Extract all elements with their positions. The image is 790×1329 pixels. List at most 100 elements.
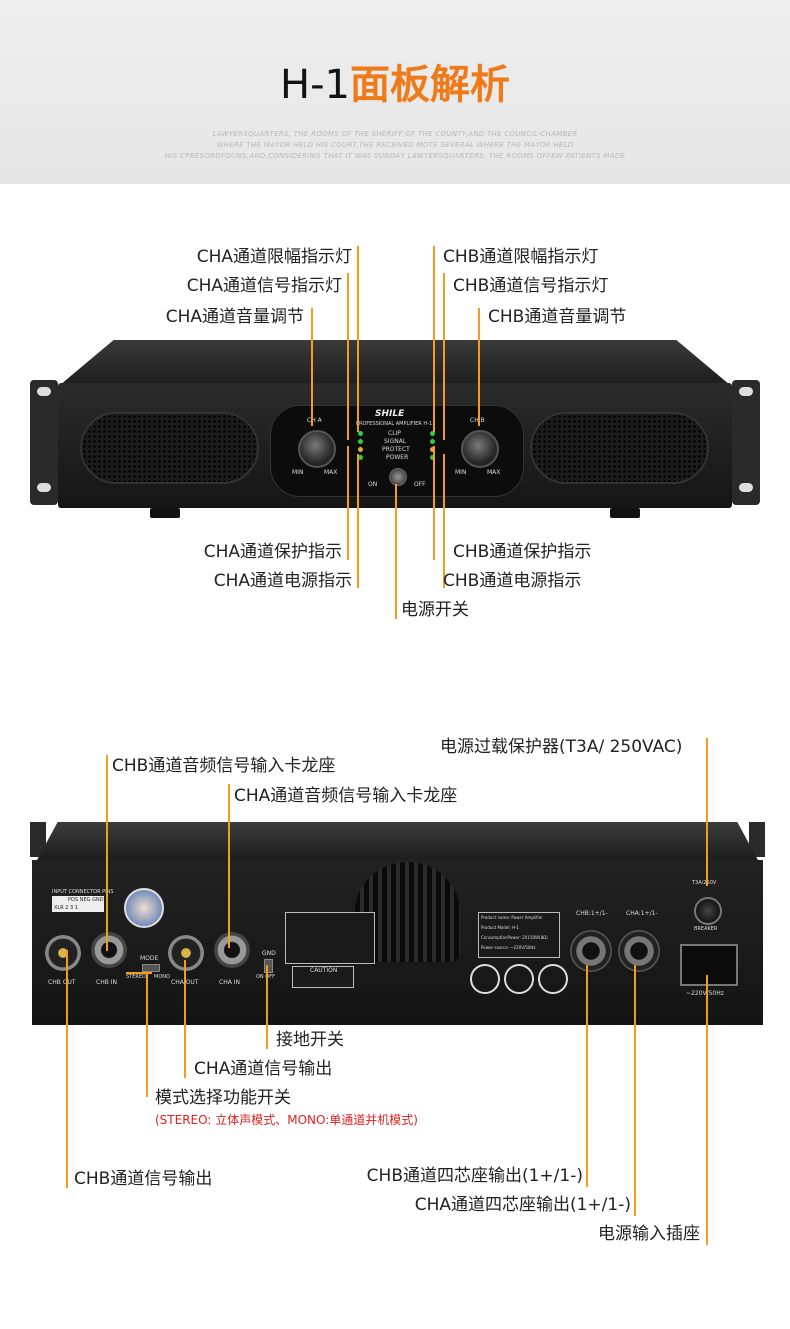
power-button[interactable]	[389, 468, 407, 486]
cha-in-label: CHA IN	[219, 979, 240, 986]
label-cha-volume: CHA通道音量调节	[165, 307, 304, 327]
spec-plate-en	[478, 912, 560, 958]
cha-out-xlr[interactable]	[168, 935, 204, 971]
gnd-label: GND	[262, 950, 276, 957]
leader-line	[706, 975, 708, 1245]
spec-consumption: ConsumptionPower: 2X150W(8Ω)	[481, 935, 548, 940]
volume-knob-a[interactable]	[298, 430, 336, 468]
label-cha-power: CHA通道电源指示	[213, 571, 352, 591]
cha-signal-led	[358, 439, 363, 444]
ind-protect-label: PROTECT	[382, 446, 410, 453]
leader-line	[706, 738, 708, 886]
pin-table-title: INPUT CONNECTOR PINS	[52, 889, 114, 895]
label-chb-in: CHB通道音频信号输入卡龙座	[112, 756, 336, 776]
breaker-button[interactable]	[694, 897, 722, 925]
power-on-label: ON	[368, 481, 378, 488]
leader-line	[311, 308, 313, 426]
foot-right	[610, 508, 640, 518]
title-prefix: H-1	[280, 62, 350, 108]
leader-line	[586, 965, 588, 1187]
rear-top	[36, 822, 759, 862]
cha-protect-led	[358, 447, 363, 452]
leader-line	[266, 965, 268, 1049]
chb-out-xlr[interactable]	[45, 935, 81, 971]
mode-note: (STEREO: 立体声模式、MONO:单通道并机模式)	[155, 1113, 418, 1127]
leader-line	[443, 273, 445, 440]
title-main: 面板解析	[349, 62, 510, 108]
spec-label-cn	[285, 912, 375, 964]
label-chb-signal: CHB通道信号指示灯	[453, 276, 609, 296]
knob-b-min: MIN	[455, 469, 467, 476]
mode-label: MODE	[140, 955, 159, 962]
chb-in-label: CHB IN	[96, 979, 117, 986]
decor-text-line-2: WHERE THE MAYOR HELD HIS COURT,THE RECEI…	[216, 141, 574, 149]
label-chb-speakon: CHB通道四芯座输出(1+/1-)	[366, 1166, 583, 1186]
label-chb-volume: CHB通道音量调节	[488, 307, 627, 327]
leader-line	[184, 960, 186, 1078]
label-power-inlet: 电源输入插座	[598, 1224, 700, 1244]
panel-model-text: PROFESSIONAL AMPLIFIER H-1	[356, 421, 433, 427]
vent-grille-right	[530, 412, 709, 484]
leader-line	[634, 965, 636, 1216]
caution-text: CAUTION	[310, 967, 338, 974]
ear-hole-icon	[37, 387, 51, 396]
leader-line	[347, 446, 349, 560]
gnd-switch[interactable]	[264, 959, 273, 973]
page-title: H-1面板解析	[0, 52, 790, 110]
fuse-rating-label: T3A/250V	[692, 880, 717, 886]
label-cha-protect: CHA通道保护指示	[203, 542, 342, 562]
ear-hole-icon	[739, 387, 753, 396]
quality-seal-icon	[124, 888, 164, 928]
front-amplifier: SHILE PROFESSIONAL AMPLIFIER H-1 CH A CH…	[30, 335, 760, 525]
ear-hole-icon	[37, 483, 51, 492]
knob-a-label: CH A	[307, 417, 322, 424]
spec-product-name: Product name: Power Amplifier	[481, 915, 543, 920]
label-breaker: 电源过载保护器(T3A/ 250VAC)	[440, 737, 683, 757]
caution-plate	[292, 966, 354, 988]
label-chb-protect: CHB通道保护指示	[453, 542, 592, 562]
ccc-mark-icon	[538, 964, 568, 994]
cha-in-xlr[interactable]	[214, 932, 250, 968]
label-mode-switch: 模式选择功能开关	[155, 1088, 291, 1108]
mode-switch[interactable]	[142, 964, 160, 972]
foot-left	[150, 508, 180, 518]
knob-a-min: MIN	[292, 469, 304, 476]
cert-mark-icon	[470, 964, 500, 994]
cha-clip-led	[358, 431, 363, 436]
mono-label: MONO	[154, 974, 170, 980]
breaker-label: BREAKER	[694, 926, 718, 932]
cha-speakon-jack[interactable]	[618, 930, 660, 972]
volume-knob-b[interactable]	[461, 430, 499, 468]
pin-table-values: XLR 2 3 1	[54, 905, 78, 911]
chb-power-led	[430, 455, 435, 460]
leader-line	[433, 446, 435, 560]
gnd-on-off-label: ON OFF	[256, 974, 275, 980]
leader-line	[395, 484, 397, 619]
leader-line	[433, 246, 435, 432]
leader-line	[443, 454, 445, 588]
label-chb-power: CHB通道电源指示	[443, 571, 582, 591]
stereo-label: STEREO	[126, 974, 146, 980]
decor-text-line-3: HIS CPRESORDFOUNS,AND,CONSIDERING THAT I…	[164, 152, 626, 160]
rear-ear-left	[30, 822, 46, 857]
cha-speakon-label: CHA:1+/1-	[626, 910, 658, 917]
chb-out-label: CHB OUT	[48, 979, 76, 986]
label-cha-speakon: CHA通道四芯座输出(1+/1-)	[414, 1195, 631, 1215]
cha-power-led	[358, 455, 363, 460]
chb-in-xlr[interactable]	[91, 932, 127, 968]
spec-product-model: Product Model: H-1	[481, 925, 520, 930]
pin-table-head: POS NEG GND	[68, 897, 104, 903]
label-cha-clip: CHA通道限幅指示灯	[196, 247, 352, 267]
chb-speakon-jack[interactable]	[570, 930, 612, 972]
label-chb-clip: CHB通道限幅指示灯	[443, 247, 599, 267]
vent-grille-left	[80, 412, 259, 484]
chassis-top	[60, 340, 730, 385]
leader-line	[228, 784, 230, 948]
chb-signal-led	[430, 439, 435, 444]
leader-line	[478, 308, 480, 426]
ear-hole-icon	[739, 483, 753, 492]
power-inlet-socket[interactable]	[680, 944, 738, 986]
label-chb-out: CHB通道信号输出	[74, 1169, 213, 1189]
cert-mark-icon	[504, 964, 534, 994]
leader-line	[126, 972, 152, 974]
